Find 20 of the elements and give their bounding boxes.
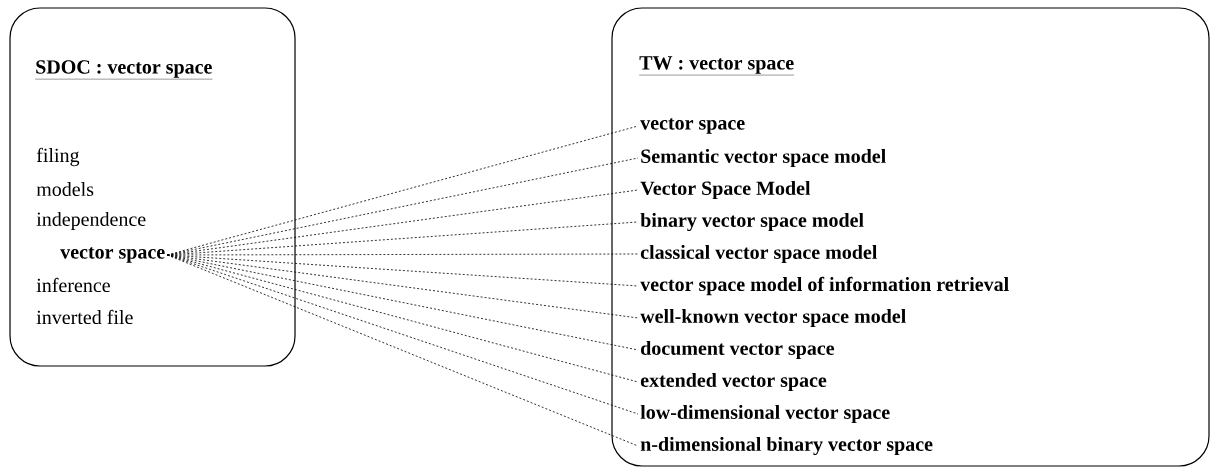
term-text: vector space [640, 118, 745, 134]
term-text: n-dimensional binary vector space [640, 436, 933, 456]
dotted-line [166, 254, 639, 319]
dotted-line [166, 254, 639, 383]
term-text: vector space model of information retrieval [640, 276, 1009, 296]
term-text: binary vector space model [640, 212, 864, 232]
term-text: filing [36, 147, 80, 167]
dotted-line [166, 254, 639, 447]
term-text: independence [36, 211, 146, 231]
term-text: models [36, 181, 94, 196]
term-text: extended vector space [640, 372, 827, 392]
term-text: low-dimensional vector space [640, 404, 890, 424]
term-text: well-known vector space model [640, 308, 906, 328]
term-text: inference [36, 277, 110, 293]
term-text: document vector space [641, 340, 835, 360]
term-text: inverted file [36, 309, 133, 325]
term-text: Vector Space Model [640, 180, 811, 200]
term-text: Semantic vector space model [641, 148, 886, 168]
term-text: classical vector space model [640, 244, 878, 264]
term-text: vector space [60, 247, 165, 263]
